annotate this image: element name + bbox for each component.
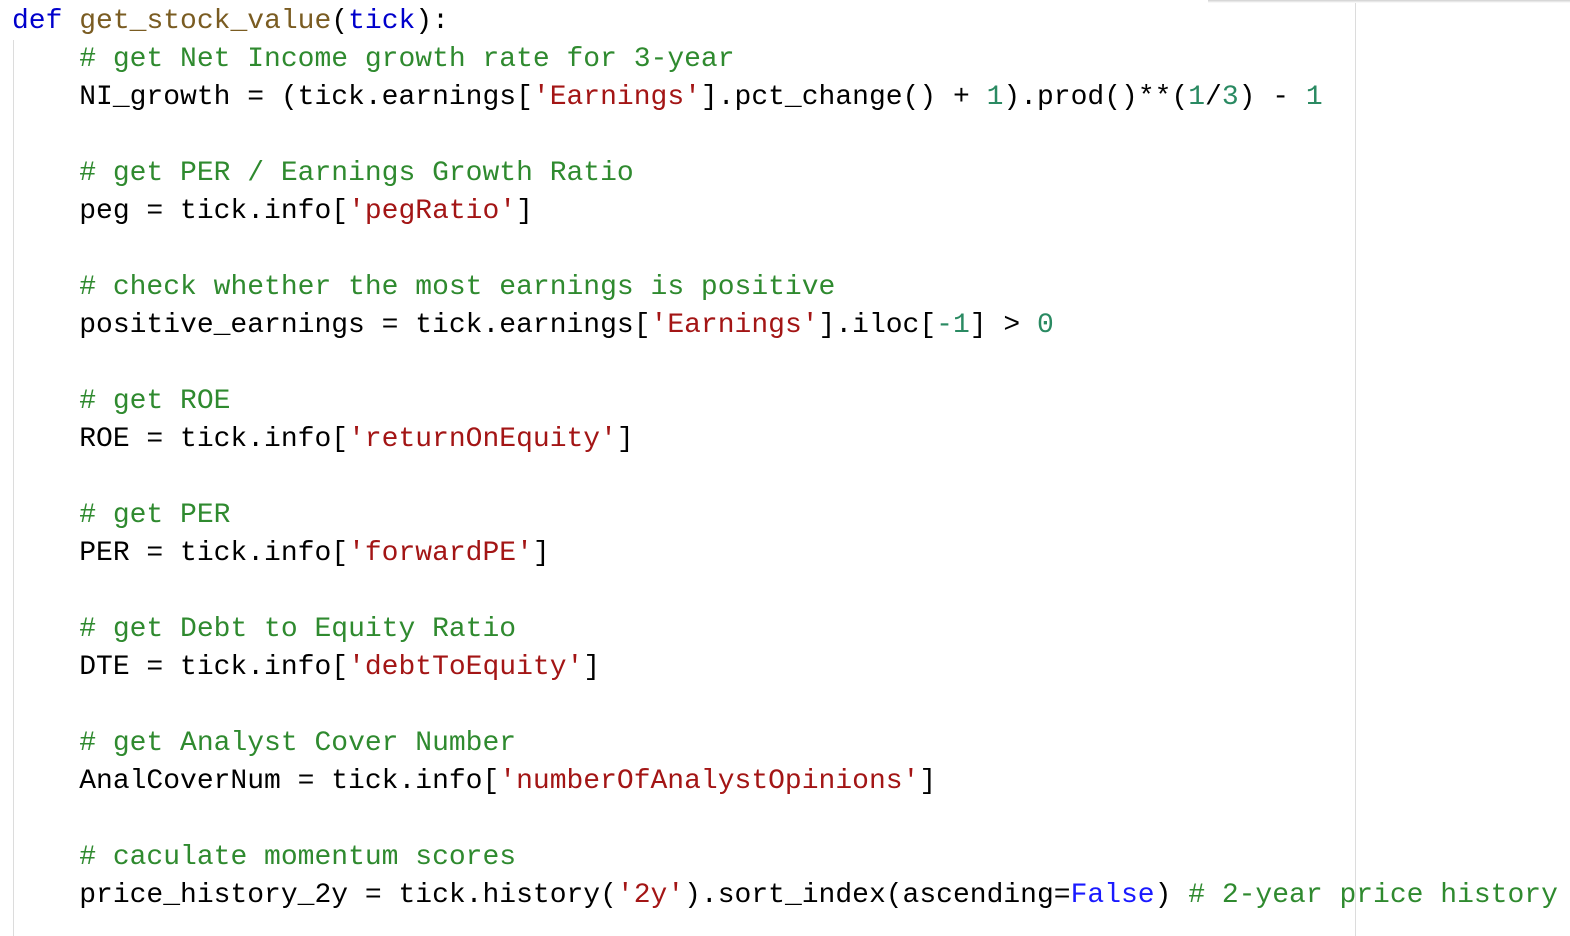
string-token: 'numberOfAnalystOpinions' — [499, 766, 920, 797]
code-token: ) — [1154, 880, 1189, 911]
number-token: 3 — [1221, 82, 1239, 113]
comment-token: # check whether the most earnings is pos… — [79, 272, 836, 303]
boolean-token: False — [1070, 880, 1155, 911]
string-token: 'debtToEquity' — [348, 652, 584, 683]
code-token — [12, 158, 79, 189]
code-token: ROE = tick.info[ — [12, 424, 349, 455]
code-token — [12, 272, 79, 303]
code-token — [12, 500, 79, 531]
code-token: positive_earnings = tick.earnings[ — [12, 310, 651, 341]
number-token: 1 — [986, 82, 1004, 113]
code-line[interactable] — [12, 459, 1558, 497]
code-line[interactable]: # get PER — [12, 497, 1558, 535]
code-line[interactable]: # get Analyst Cover Number — [12, 725, 1558, 763]
code-line[interactable] — [12, 573, 1558, 611]
code-token: ] — [516, 196, 533, 227]
code-line[interactable] — [12, 801, 1558, 839]
code-token: ): — [415, 6, 449, 37]
function-name-token: get_stock_value — [79, 6, 332, 37]
code-token: / — [1205, 82, 1222, 113]
code-line[interactable] — [12, 687, 1558, 725]
code-line[interactable]: PER = tick.info['forwardPE'] — [12, 535, 1558, 573]
string-token: 'returnOnEquity' — [348, 424, 617, 455]
code-token — [12, 728, 79, 759]
comment-token: # get ROE — [79, 386, 231, 417]
code-line[interactable]: # caculate momentum scores — [12, 839, 1558, 877]
code-line[interactable]: # get PER / Earnings Growth Ratio — [12, 155, 1558, 193]
indent-guide — [13, 40, 14, 936]
code-line[interactable]: # get ROE — [12, 383, 1558, 421]
code-line[interactable]: peg = tick.info['pegRatio'] — [12, 193, 1558, 231]
comment-token: # get Net Income growth rate for 3-year — [79, 44, 735, 75]
code-token: ].iloc[ — [818, 310, 937, 341]
code-token — [62, 6, 79, 37]
code-token: DTE = tick.info[ — [12, 652, 349, 683]
code-token: AnalCoverNum = tick.info[ — [12, 766, 500, 797]
string-token: 'Earnings' — [532, 82, 701, 113]
code-line[interactable] — [12, 345, 1558, 383]
code-token: ] — [583, 652, 601, 683]
code-token: ( — [331, 6, 349, 37]
number-token: 1 — [1188, 82, 1206, 113]
comment-token: # get Debt to Equity Ratio — [79, 614, 517, 645]
code-token: ).prod()**( — [1003, 82, 1189, 113]
code-line[interactable]: DTE = tick.info['debtToEquity'] — [12, 649, 1558, 687]
code-token: ] — [616, 424, 634, 455]
code-token: PER = tick.info[ — [12, 538, 349, 569]
string-token: 'Earnings' — [650, 310, 819, 341]
code-token: ] — [532, 538, 550, 569]
code-token: ).sort_index(ascending= — [684, 880, 1071, 911]
code-token: ] — [919, 766, 937, 797]
string-token: '2y' — [616, 880, 685, 911]
code-line[interactable]: # check whether the most earnings is pos… — [12, 269, 1558, 307]
code-line[interactable] — [12, 117, 1558, 155]
code-block[interactable]: def get_stock_value(tick): # get Net Inc… — [12, 3, 1558, 915]
code-token — [12, 842, 79, 873]
code-line[interactable]: ROE = tick.info['returnOnEquity'] — [12, 421, 1558, 459]
code-line[interactable]: AnalCoverNum = tick.info['numberOfAnalys… — [12, 763, 1558, 801]
number-token: -1 — [936, 310, 970, 341]
column-ruler — [1355, 3, 1356, 936]
comment-token: # 2-year price history — [1188, 880, 1558, 911]
number-token: 0 — [1037, 310, 1054, 341]
code-line[interactable]: price_history_2y = tick.history('2y').so… — [12, 877, 1558, 915]
comment-token: # caculate momentum scores — [79, 842, 517, 873]
keyword-token: def — [12, 6, 63, 37]
comment-token: # get PER / Earnings Growth Ratio — [79, 158, 634, 189]
code-line[interactable]: # get Net Income growth rate for 3-year — [12, 41, 1558, 79]
code-token: ] > — [969, 310, 1037, 341]
code-line[interactable] — [12, 231, 1558, 269]
comment-token: # get PER — [79, 500, 231, 531]
comment-token: # get Analyst Cover Number — [79, 728, 517, 759]
code-token — [12, 44, 79, 75]
code-line[interactable]: positive_earnings = tick.earnings['Earni… — [12, 307, 1558, 345]
code-token: price_history_2y = tick.history( — [12, 880, 617, 911]
code-line[interactable]: def get_stock_value(tick): — [12, 3, 1558, 41]
keyword-token: tick — [348, 6, 416, 37]
code-token — [12, 386, 79, 417]
code-token: ].pct_change() + — [700, 82, 987, 113]
code-token — [12, 614, 79, 645]
number-token: 1 — [1305, 82, 1323, 113]
string-token: 'pegRatio' — [348, 196, 517, 227]
code-token: NI_growth = (tick.earnings[ — [12, 82, 533, 113]
code-line[interactable]: NI_growth = (tick.earnings['Earnings'].p… — [12, 79, 1558, 117]
string-token: 'forwardPE' — [348, 538, 533, 569]
code-token: ) - — [1238, 82, 1306, 113]
code-line[interactable]: # get Debt to Equity Ratio — [12, 611, 1558, 649]
top-edge-shadow — [1208, 0, 1570, 3]
code-token: peg = tick.info[ — [12, 196, 349, 227]
